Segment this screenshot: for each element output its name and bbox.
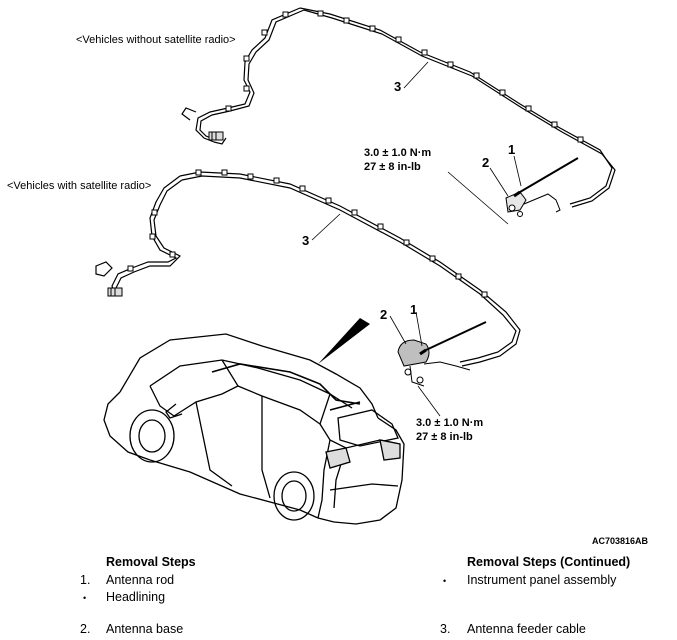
removal-steps: Removal Steps 1. Antenna rod • Headlinin… [80,555,340,639]
callout-1-top: 1 [508,142,516,157]
label-without-satellite: <Vehicles without satellite radio> [76,34,236,46]
callout-1-mid: 1 [410,302,418,317]
torque-top-nm: 3.0 ± 1.0 N·m [364,147,432,159]
list-item: 1. Antenna rod [80,573,340,590]
torque-spec-top: 3.0 ± 1.0 N·m 27 ± 8 in-lb [364,146,431,174]
callout-3-top: 3 [394,79,402,94]
callout-2-top: 2 [482,155,490,170]
connector-mid [107,287,123,297]
step-text: Instrument panel assembly [467,573,617,587]
leader-lines [311,61,522,417]
step-marker: • [443,576,447,586]
figure-id: AC703816AB [592,536,649,546]
detail-pointer [318,318,370,364]
cable-clips-mid [127,169,488,298]
step-marker: 3. [440,622,451,636]
antenna-rod-top [513,157,579,198]
step-text: Antenna base [106,622,184,636]
label-with-satellite: <Vehicles with satellite radio> [7,180,152,192]
torque-bottom-nm: 3.0 ± 1.0 N·m [416,417,484,429]
vehicle-illustration [103,333,405,525]
removal-steps-continued: Removal Steps (Continued) • Instrument p… [440,555,670,639]
list-item: • Instrument panel assembly [440,573,670,590]
list-item: 3. Antenna feeder cable [440,622,670,639]
step-text: Antenna rod [106,573,175,587]
antenna-base-top [505,191,561,217]
torque-bottom-inlb: 27 ± 8 in-lb [416,431,473,443]
connector-top [208,131,224,141]
list-item: 2. Antenna base [80,622,340,639]
step-text: Headlining [106,590,166,604]
callout-2-mid: 2 [380,307,388,322]
removal-steps-title: Removal Steps [106,555,196,569]
callout-3-mid: 3 [302,233,310,248]
step-marker: 1. [80,573,91,587]
torque-top-inlb: 27 ± 8 in-lb [364,161,421,173]
torque-spec-bottom: 3.0 ± 1.0 N·m 27 ± 8 in-lb [416,416,483,444]
antenna-diagram [95,7,616,525]
antenna-rod-mid [419,321,487,356]
list-item: • Headlining [80,590,340,607]
step-marker: • [83,593,87,603]
step-marker: 2. [80,622,91,636]
step-text: Antenna feeder cable [467,622,586,636]
cable-clips-top [225,10,584,143]
removal-steps-cont-title: Removal Steps (Continued) [467,555,631,569]
antenna-base-mid [397,339,471,387]
